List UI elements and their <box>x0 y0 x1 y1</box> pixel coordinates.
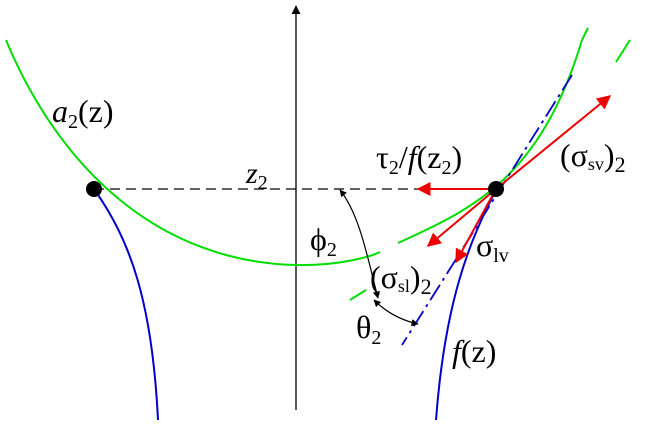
label-z2: z2 <box>245 157 268 194</box>
label-a2z: a2(z) <box>52 93 114 133</box>
sigma-sl-force-arrow <box>426 188 497 247</box>
green-dashed-segment <box>581 27 589 41</box>
sigma-lv-force-arrow <box>455 188 497 264</box>
right-profile-curve <box>435 189 497 421</box>
label-phi: ϕ2 <box>310 221 337 261</box>
left-contact-point <box>86 181 102 197</box>
green-dashed-segment-3 <box>349 289 367 301</box>
green-dashed-segment-2 <box>615 39 631 63</box>
tangent-line <box>401 74 573 346</box>
label-sigma-sv: (σsv)2 <box>560 137 626 177</box>
sigma-sv-force-arrow <box>495 95 612 190</box>
left-profile-curve <box>93 188 159 421</box>
label-sigma-lv: σlv <box>476 227 509 267</box>
right-contact-point <box>488 181 504 197</box>
label-fz: f(z) <box>452 333 496 369</box>
label-theta: θ2 <box>356 309 381 349</box>
label-tau: τ2/f(z2) <box>376 139 462 179</box>
label-sigma-sl: (σsl)2 <box>370 259 432 299</box>
theta-angle-arc <box>373 299 419 327</box>
phi-angle-arc <box>339 189 380 299</box>
